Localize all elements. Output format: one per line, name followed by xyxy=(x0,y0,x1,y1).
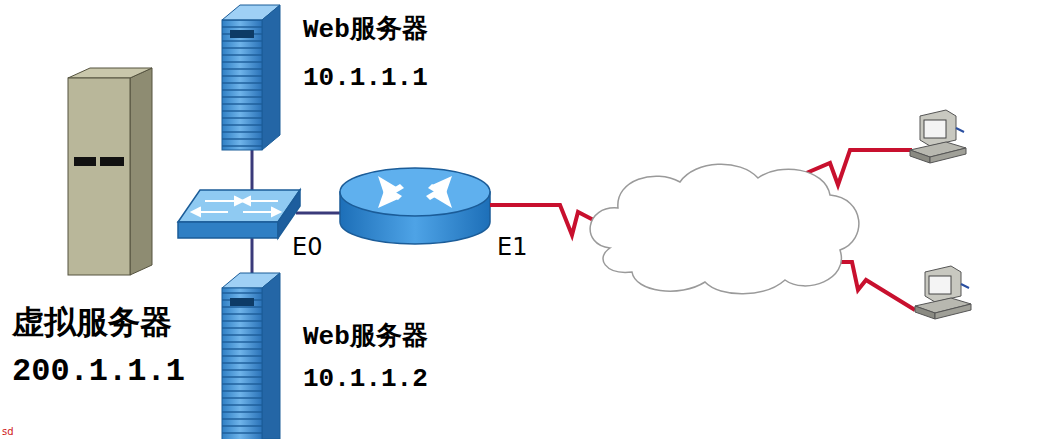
port-label: E0 xyxy=(292,234,322,260)
pc-icon xyxy=(915,266,971,319)
wan-cloud xyxy=(590,164,859,294)
server-name: Web服务器 10.1.1.1 xyxy=(303,6,488,102)
server-label-box: 虚拟服务器 200.1.1.1 xyxy=(12,301,252,395)
pc-icon xyxy=(910,110,966,163)
server-label-box: Web服务器 10.1.1.2 xyxy=(303,316,488,400)
switch-icon xyxy=(178,190,300,238)
server-label-box: Web服务器 10.1.1.1 xyxy=(303,6,488,102)
virtual-server-tower xyxy=(68,68,152,275)
server-name: Web服务器 10.1.1.2 xyxy=(303,316,488,400)
serial-links xyxy=(490,150,915,310)
watermark: sd xyxy=(2,426,14,437)
port-label: E1 xyxy=(497,234,527,260)
server-name: 虚拟服务器 200.1.1.1 xyxy=(12,301,252,395)
router-icon xyxy=(340,168,490,244)
web-server-tower xyxy=(222,5,280,150)
web-server-tower xyxy=(222,273,280,439)
